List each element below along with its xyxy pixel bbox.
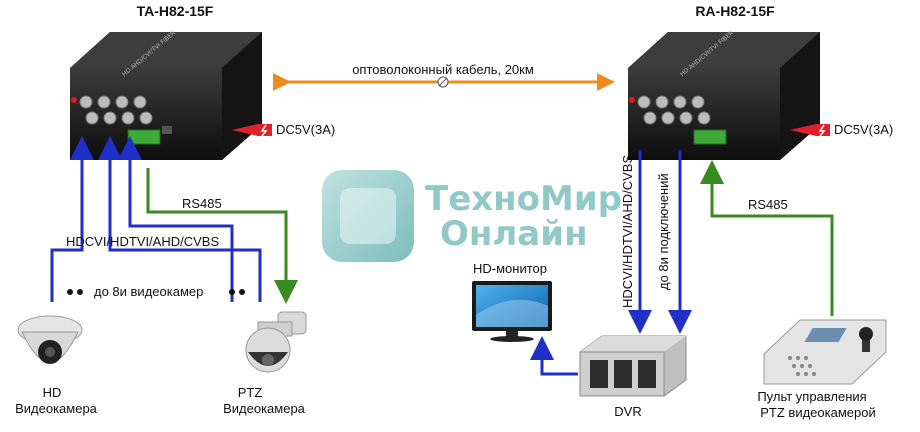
rx-device: HD AHD/CVI/TVI FIBER xyxy=(628,30,820,160)
left-rs485-line xyxy=(146,168,298,304)
ptz-camera-label-line1: PTZ xyxy=(238,385,263,400)
watermark-line2: Онлайн xyxy=(440,214,588,254)
watermark: ТехноМир Онлайн xyxy=(322,170,622,262)
lightning-icon xyxy=(818,124,826,137)
right-rs485-line xyxy=(700,160,834,316)
tx-device: HD AHD/CVI/TVI FIBER xyxy=(70,30,262,160)
watermark-logo-icon xyxy=(322,170,414,262)
hd-camera-label-line2: Видеокамера xyxy=(15,401,98,416)
tx-title: TA-H82-15F xyxy=(137,3,214,19)
power-tx-label: DC5V(3A) xyxy=(276,122,335,137)
lightning-icon xyxy=(260,124,268,137)
dvr-label: DVR xyxy=(614,404,641,419)
right-signal-label: HDCVI/HDTVI/AHD/CVBS xyxy=(620,155,635,308)
left-video-lines xyxy=(50,136,262,302)
ptz-controller-icon xyxy=(763,319,887,385)
power-tx: DC5V(3A) xyxy=(232,122,335,137)
left-signal-label: HDCVI/HDTVI/AHD/CVBS xyxy=(66,234,219,249)
power-rx: DC5V(3A) xyxy=(790,122,893,137)
left-rs485-label: RS485 xyxy=(182,196,222,211)
dvr-icon xyxy=(579,335,687,397)
right-rs485-label: RS485 xyxy=(748,197,788,212)
monitor-label: HD-монитор xyxy=(473,261,547,276)
fiber-link: оптоволоконный кабель, 20км xyxy=(273,62,615,91)
monitor-icon xyxy=(472,281,552,342)
controller-label-line2: PTZ видеокамерой xyxy=(760,405,875,420)
rx-title: RA-H82-15F xyxy=(695,3,775,19)
watermark-line1: ТехноМир xyxy=(425,179,622,219)
ptz-camera-label-line2: Видеокамера xyxy=(223,401,306,416)
controller-label-line1: Пульт управления xyxy=(757,389,866,404)
hd-camera-icon xyxy=(17,315,83,364)
power-rx-label: DC5V(3A) xyxy=(834,122,893,137)
fiber-label: оптоволоконный кабель, 20км xyxy=(352,62,534,77)
right-connections-label: до 8и подключений xyxy=(656,173,671,290)
left-cameras-count: до 8и видеокамер xyxy=(94,284,203,299)
ptz-camera-icon xyxy=(245,311,307,373)
hd-camera-label-line1: HD xyxy=(43,385,62,400)
right-video-lines xyxy=(530,150,692,376)
